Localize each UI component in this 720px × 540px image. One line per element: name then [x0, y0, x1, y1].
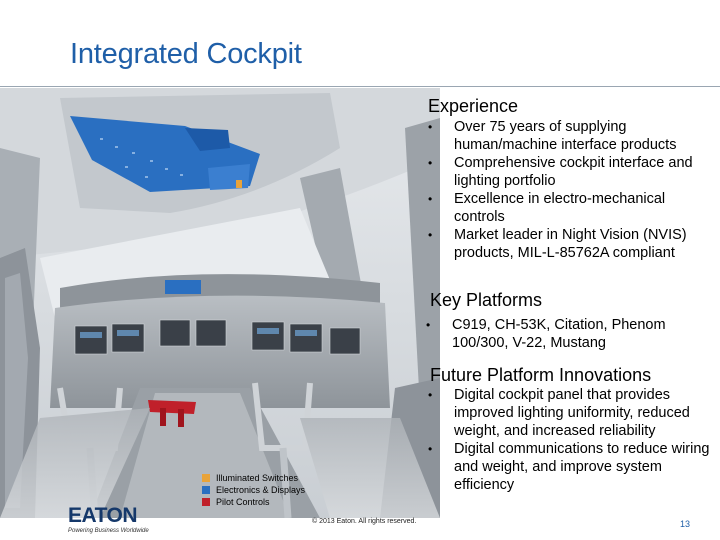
logo-tagline: Powering Business Worldwide — [68, 528, 149, 534]
color-legend: Illuminated Switches Electronics & Displ… — [202, 472, 305, 508]
glareshield-control-panel — [165, 280, 201, 294]
legend-swatch — [202, 498, 210, 506]
key-platforms-heading: Key Platforms — [430, 290, 543, 310]
legend-label: Electronics & Displays — [216, 485, 306, 495]
list-item: Excellence in electro-mechanical control… — [428, 190, 713, 226]
legend-label: Illuminated Switches — [216, 473, 299, 483]
cockpit-illustration — [0, 88, 440, 518]
title-divider — [0, 86, 720, 87]
eaton-logo: EATON Powering Business Worldwide — [68, 504, 150, 536]
legend-item: Pilot Controls — [202, 496, 305, 508]
list-item: Over 75 years of supplying human/machine… — [428, 118, 713, 154]
experience-list: Over 75 years of supplying human/machine… — [428, 118, 713, 262]
list-item: Market leader in Night Vision (NVIS) pro… — [428, 226, 713, 262]
legend-swatch — [202, 486, 210, 494]
list-item: Digital cockpit panel that provides impr… — [428, 386, 713, 440]
legend-item: Illuminated Switches — [202, 472, 305, 484]
throttle-quadrant — [148, 400, 196, 427]
legend-swatch — [202, 474, 210, 482]
future-innovations-heading: Future Platform Innovations — [430, 365, 652, 385]
list-item: Digital communications to reduce wiring … — [428, 440, 713, 494]
list-item: Comprehensive cockpit interface and ligh… — [428, 154, 713, 190]
slide-title: Integrated Cockpit — [70, 38, 302, 70]
logo-wordmark: EATON — [68, 504, 138, 527]
overhead-panel — [70, 116, 260, 192]
copyright-notice: © 2013 Eaton. All rights reserved. — [312, 518, 417, 525]
legend-item: Electronics & Displays — [202, 484, 305, 496]
key-platforms-list: C919, CH-53K, Citation, Phenom 100/300, … — [426, 316, 696, 352]
legend-label: Pilot Controls — [216, 497, 270, 507]
list-item: C919, CH-53K, Citation, Phenom 100/300, … — [426, 316, 696, 352]
future-innovations-list: Digital cockpit panel that provides impr… — [428, 386, 713, 494]
experience-heading: Experience — [428, 96, 519, 116]
page-number: 13 — [680, 519, 691, 529]
